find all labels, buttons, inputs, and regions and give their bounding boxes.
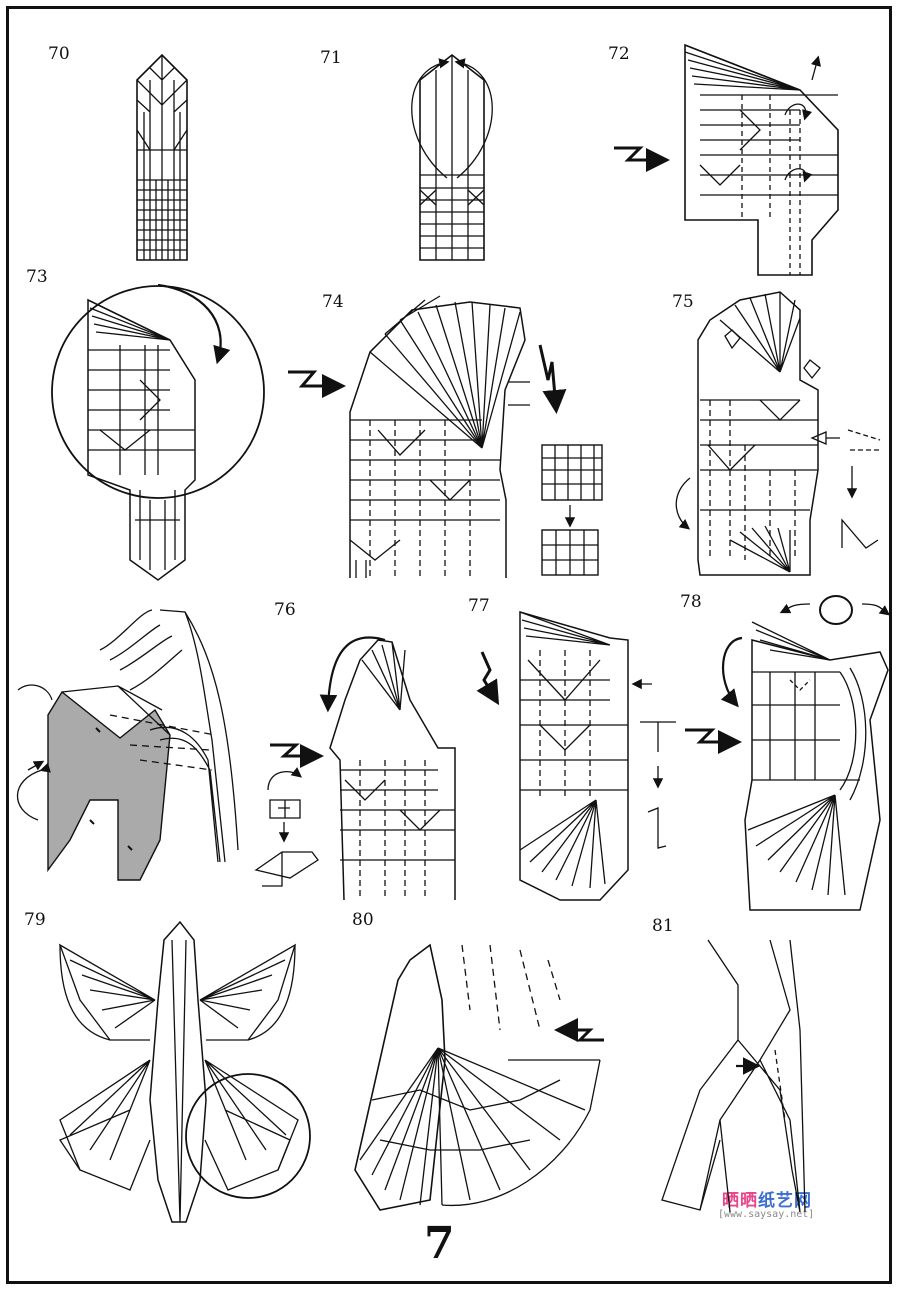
diagram-step-79 <box>60 922 310 1222</box>
diagram-step-77 <box>482 612 676 900</box>
diagram-step-80 <box>355 945 604 1210</box>
diagram-step-72 <box>614 45 838 275</box>
diagram-step-76 <box>256 638 455 900</box>
diagram-step-74 <box>288 296 602 578</box>
diagram-step-71 <box>412 55 493 260</box>
diagram-step-78 <box>685 596 888 910</box>
diagram-step-75 <box>676 292 880 575</box>
diagram-step-73 <box>52 285 264 580</box>
diagram-step-70 <box>137 55 187 260</box>
diagram-step-76-perspective <box>17 610 238 880</box>
diagram-step-81 <box>662 940 805 1212</box>
